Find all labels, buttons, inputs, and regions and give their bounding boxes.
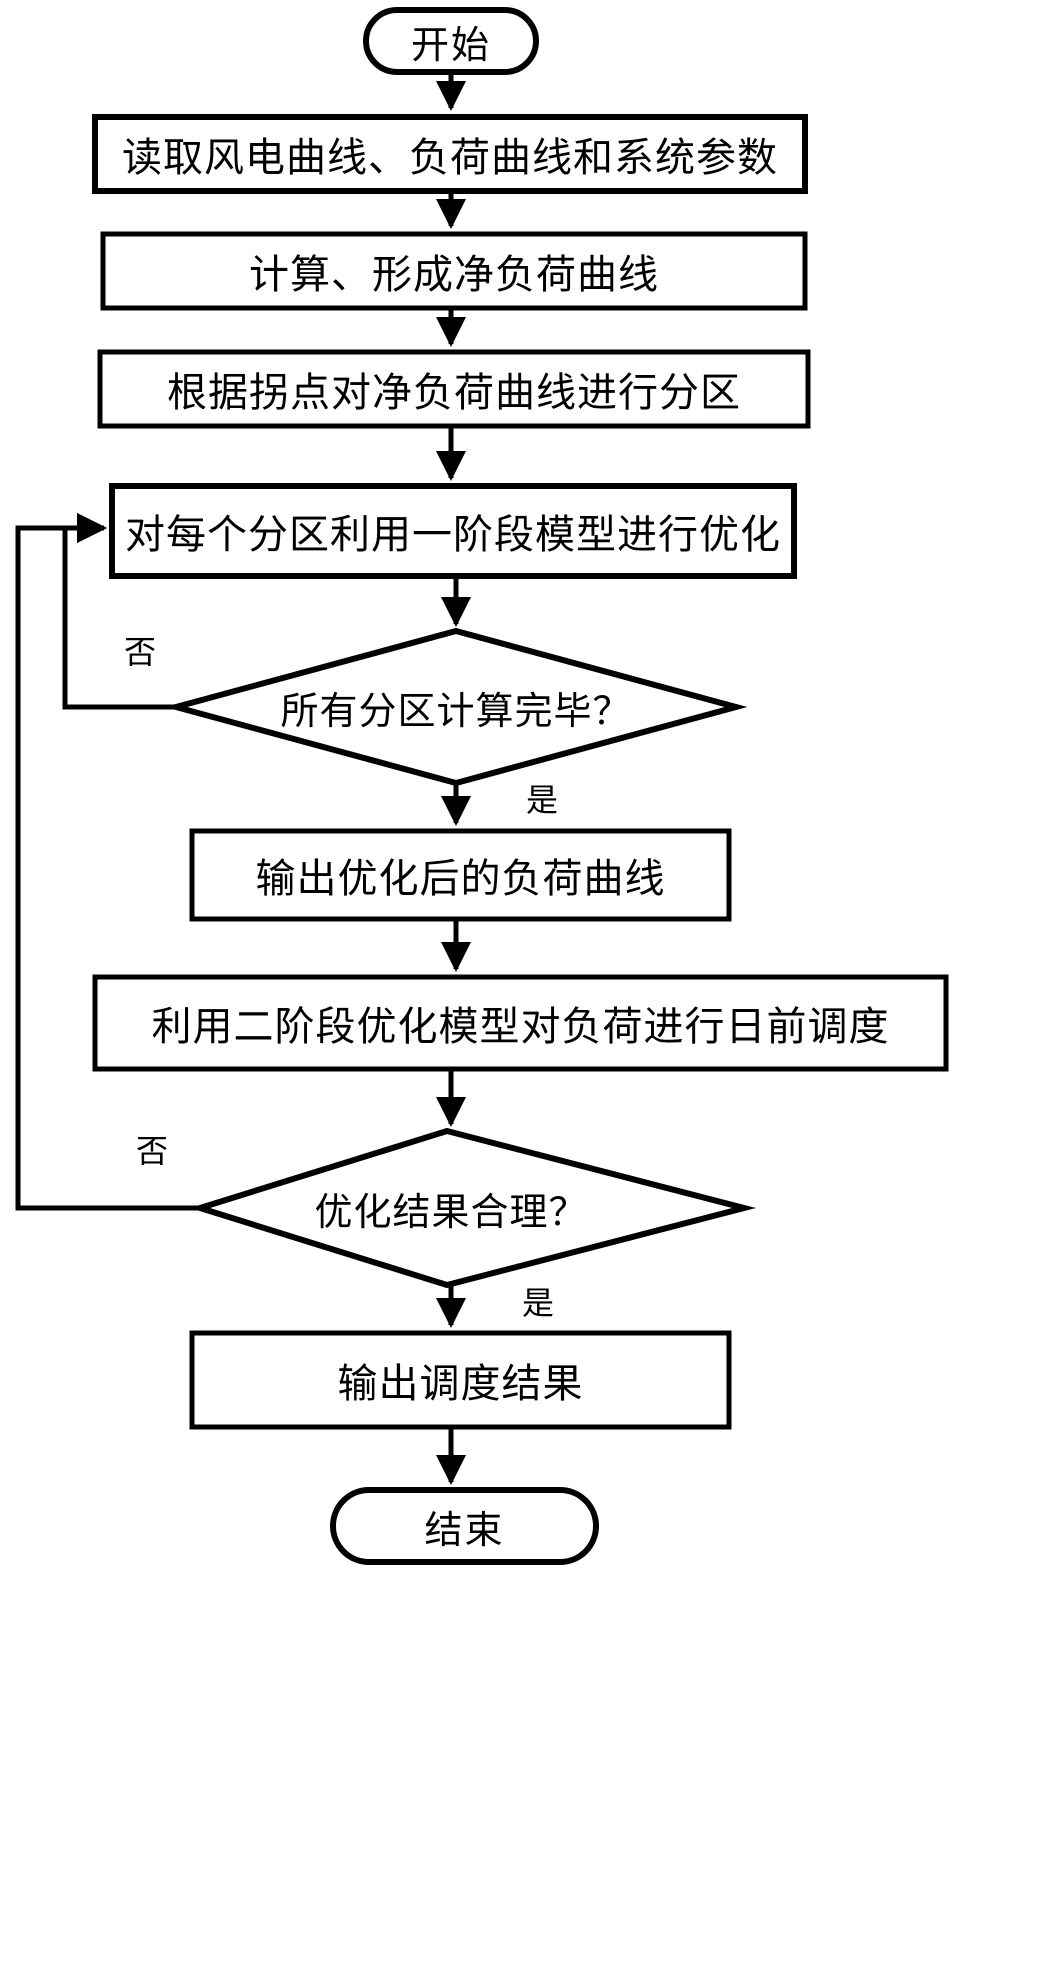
node-end-shape[interactable] bbox=[330, 1487, 599, 1565]
node-partition-shape[interactable] bbox=[97, 349, 811, 429]
node-stage1-shape[interactable] bbox=[109, 483, 797, 579]
node-netload-shape[interactable] bbox=[100, 231, 808, 311]
node-reasonable-shape[interactable] bbox=[189, 1127, 756, 1289]
node-outcurve-shape[interactable] bbox=[189, 828, 732, 922]
node-stage2-shape[interactable] bbox=[92, 974, 949, 1072]
node-read-shape[interactable] bbox=[92, 114, 808, 194]
node-alldone-shape[interactable] bbox=[164, 627, 748, 787]
edge-reasonable-no-loop bbox=[15, 513, 200, 1211]
node-start-shape[interactable] bbox=[363, 7, 539, 75]
node-outresult-shape[interactable] bbox=[189, 1330, 732, 1430]
